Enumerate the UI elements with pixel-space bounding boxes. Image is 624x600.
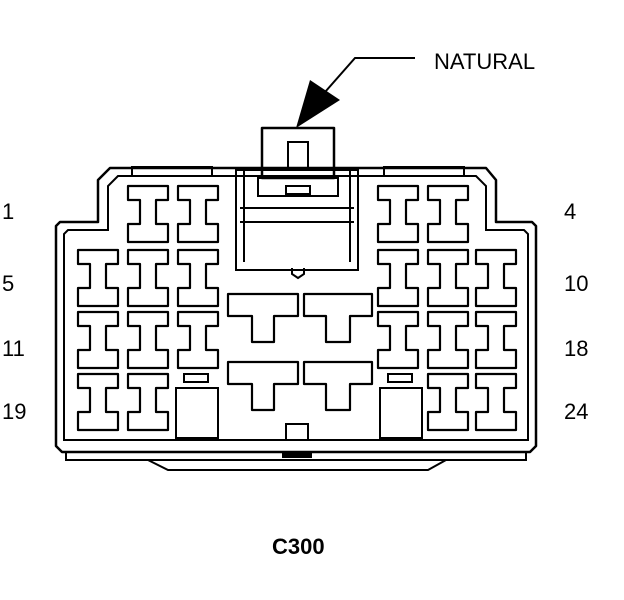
terminal-cavity bbox=[176, 184, 220, 244]
pin-label-11: 11 bbox=[2, 336, 25, 361]
terminal-cavity bbox=[126, 372, 170, 432]
center-cavities bbox=[175, 292, 423, 441]
terminal-cavity bbox=[126, 184, 170, 244]
terminal-cavity bbox=[474, 372, 518, 432]
terminal-cavity bbox=[426, 310, 470, 370]
terminal-cavity bbox=[76, 310, 120, 370]
terminal-cavity bbox=[76, 372, 120, 432]
terminal-cavity bbox=[176, 248, 220, 308]
natural-callout-label: NATURAL bbox=[434, 49, 535, 74]
terminal-cavity bbox=[376, 310, 420, 370]
pin-label-24: 24 bbox=[564, 399, 588, 424]
terminal-cavity bbox=[376, 248, 420, 308]
terminal-cavity bbox=[376, 184, 420, 244]
terminal-cavity bbox=[126, 248, 170, 308]
terminal-cavity bbox=[474, 248, 518, 308]
pin-label-18: 18 bbox=[564, 336, 588, 361]
terminal-cavity bbox=[426, 184, 470, 244]
terminal-cavity bbox=[76, 248, 120, 308]
pin-label-19: 19 bbox=[2, 399, 26, 424]
callout-leader bbox=[296, 57, 415, 128]
pin-label-1: 1 bbox=[2, 199, 14, 224]
connector-id-label: C300 bbox=[272, 534, 325, 559]
connector-housing bbox=[54, 166, 538, 471]
terminal-cavities bbox=[76, 184, 518, 432]
terminal-cavity bbox=[426, 372, 470, 432]
pin-label-10: 10 bbox=[564, 271, 588, 296]
pin-label-4: 4 bbox=[564, 199, 576, 224]
terminal-cavity bbox=[426, 248, 470, 308]
lock-tab bbox=[235, 126, 359, 280]
terminal-cavity bbox=[474, 310, 518, 370]
pin-label-5: 5 bbox=[2, 271, 14, 296]
terminal-cavity bbox=[176, 310, 220, 370]
terminal-cavity bbox=[126, 310, 170, 370]
